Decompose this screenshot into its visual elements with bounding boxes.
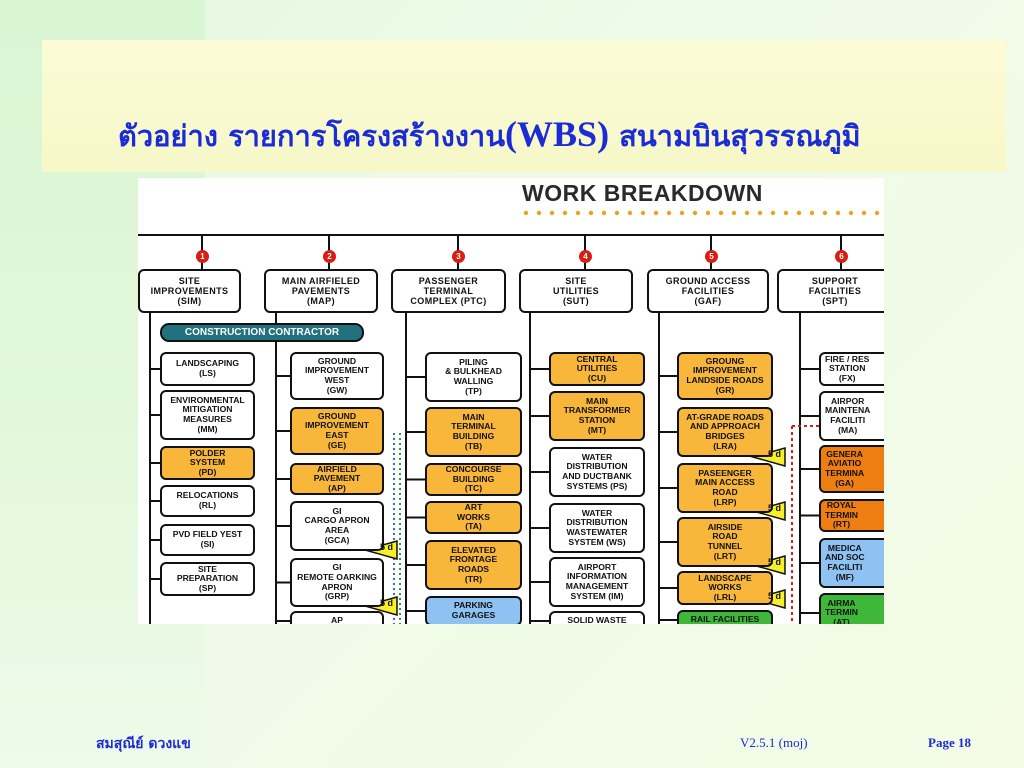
wbs-work-package: RAIL FACILITIES (677, 610, 773, 624)
heading-dot (848, 210, 854, 216)
column-number-marker: 1 (196, 250, 209, 263)
wbs-work-package: AIRPORT INFORMATION MANAGEMENT SYSTEM (I… (549, 557, 645, 607)
wbs-work-package: ELEVATED FRONTAGE ROADS (TR) (425, 540, 522, 590)
wbs-work-package: AIRMA TERMIN (AT) (819, 593, 884, 624)
slide-title: ตัวอย่าง รายการโครงสร้างงาน(WBS) สนามบิน… (118, 104, 918, 166)
heading-dot (770, 210, 776, 216)
wbs-work-package: SITE PREPARATION (SP) (160, 562, 255, 596)
duration-flag-label: 5 d (380, 598, 394, 608)
title-suffix: สนามบินสุวรรณภูมิ (609, 119, 861, 153)
wbs-work-package: CONCOURSE BUILDING (TC) (425, 463, 522, 496)
wbs-work-package: MAIN TRANSFORMER STATION (MT) (549, 391, 645, 441)
version-label: V2.5.1 (moj) (740, 735, 808, 750)
duration-flag-label: 5 d (768, 591, 782, 601)
heading-dot (614, 210, 620, 216)
heading-dot (575, 210, 581, 216)
heading-dot (692, 210, 698, 216)
wbs-diagram: WORK BREAKDOWN CONSTRUCTION CONTRACTOR 1… (138, 178, 884, 624)
wbs-category-header: SITE UTILITIES (SUT) (519, 269, 633, 313)
wbs-work-package: AIRFIELD PAVEMENT (AP) (290, 463, 384, 495)
duration-flag-label: 5 d (380, 542, 394, 552)
wbs-category-header: GROUND ACCESS FACILITIES (GAF) (647, 269, 769, 313)
wbs-work-package: LANDSCAPING (LS) (160, 352, 255, 386)
wbs-work-package: AP (290, 611, 384, 624)
wbs-work-package: GI REMOTE OARKING APRON (GRP) (290, 558, 384, 607)
wbs-work-package: ENVIRONMENTAL MITIGATION MEASURES (MM) (160, 390, 255, 440)
wbs-work-package: MEDICA AND SOC FACILITI (MF) (819, 538, 884, 588)
wbs-category-header: SITE IMPROVEMENTS (SIM) (138, 269, 241, 313)
title-panel (42, 40, 1006, 172)
heading-dot (822, 210, 828, 216)
title-wbs: (WBS) (505, 114, 610, 154)
wbs-work-package: PILING & BULKHEAD WALLING (TP) (425, 352, 522, 402)
column-number-marker: 3 (452, 250, 465, 263)
wbs-category-header: MAIN AIRFIELED PAVEMENTS (MAP) (264, 269, 378, 313)
duration-flag-label: 5 d (768, 557, 782, 567)
wbs-work-package: GROUNG IMPROVEMENT LANDSIDE ROADS (GR) (677, 352, 773, 400)
wbs-work-package: GROUND IMPROVEMENT WEST (GW) (290, 352, 384, 400)
heading-dot (588, 210, 594, 216)
column-number-marker: 6 (835, 250, 848, 263)
wbs-work-package: WATER DISTRIBUTION AND DUCTBANK SYSTEMS … (549, 447, 645, 497)
wbs-work-package: FIRE / RES STATION (FX) (819, 352, 884, 386)
author-name: สมสุณีย์ ดวงแข (96, 736, 191, 752)
heading-dot (601, 210, 607, 216)
wbs-work-package: LANDSCAPE WORKS (LRL) (677, 571, 773, 605)
wbs-work-package: WATER DISTRIBUTION WASTEWATER SYSTEM (WS… (549, 503, 645, 553)
heading-dot (666, 210, 672, 216)
heading-dot (835, 210, 841, 216)
heading-dot (627, 210, 633, 216)
wbs-work-package: POLDER SYSTEM (PD) (160, 446, 255, 480)
heading-dot (874, 210, 880, 216)
heading-dot (640, 210, 646, 216)
heading-dot (718, 210, 724, 216)
wbs-category-header: SUPPORT FACILITIES (SPT) (777, 269, 884, 313)
heading-dot (523, 210, 529, 216)
page-number: Page 18 (928, 735, 971, 750)
title-prefix: ตัวอย่าง รายการโครงสร้างงาน (118, 119, 506, 153)
heading-dot (809, 210, 815, 216)
column-number-marker: 5 (705, 250, 718, 263)
heading-dot (731, 210, 737, 216)
construction-contractor-banner: CONSTRUCTION CONTRACTOR (160, 323, 364, 342)
heading-dot (783, 210, 789, 216)
wbs-work-package: MAIN TERMINAL BUILDING (TB) (425, 407, 522, 457)
wbs-work-package: RELOCATIONS (RL) (160, 485, 255, 517)
heading-dot (757, 210, 763, 216)
heading-dot (562, 210, 568, 216)
duration-flag-label: 5 d (768, 449, 782, 459)
heading-dot (796, 210, 802, 216)
wbs-work-package: PARKING GARAGES (425, 596, 522, 624)
wbs-work-package: PASEENGER MAIN ACCESS ROAD (LRP) (677, 463, 773, 513)
title-clip: ตัวอย่าง รายการโครงสร้างงาน(WBS) สนามบิน… (118, 104, 918, 179)
wbs-work-package: GI CARGO APRON AREA (GCA) (290, 501, 384, 551)
wbs-work-package: SOLID WASTE (549, 611, 645, 624)
wbs-category-header: PASSENGER TERMINAL COMPLEX (PTC) (391, 269, 506, 313)
heading-dot (653, 210, 659, 216)
heading-dot (679, 210, 685, 216)
heading-dot (705, 210, 711, 216)
wbs-work-package: AIRPOR MAINTENA FACILITI (MA) (819, 391, 884, 441)
diagram-heading: WORK BREAKDOWN (522, 180, 763, 206)
wbs-work-package: CENTRAL UTILITIES (CU) (549, 352, 645, 386)
wbs-work-package: ART WORKS (TA) (425, 501, 522, 534)
wbs-work-package: AT-GRADE ROADS AND APPROACH BRIDGES (LRA… (677, 407, 773, 457)
heading-dot (536, 210, 542, 216)
heading-dot (744, 210, 750, 216)
duration-flag-label: 5 d (768, 503, 782, 513)
heading-dot (549, 210, 555, 216)
wbs-work-package: PVD FIELD YEST (SI) (160, 524, 255, 556)
column-number-marker: 2 (323, 250, 336, 263)
wbs-work-package: AIRSIDE ROAD TUNNEL (LRT) (677, 517, 773, 567)
heading-dot (861, 210, 867, 216)
wbs-work-package: GROUND IMPROVEMENT EAST (GE) (290, 407, 384, 455)
wbs-work-package: ROYAL TERMIN (RT) (819, 499, 884, 532)
column-number-marker: 4 (579, 250, 592, 263)
wbs-work-package: GENERA AVIATIO TERMINA (GA) (819, 445, 884, 493)
